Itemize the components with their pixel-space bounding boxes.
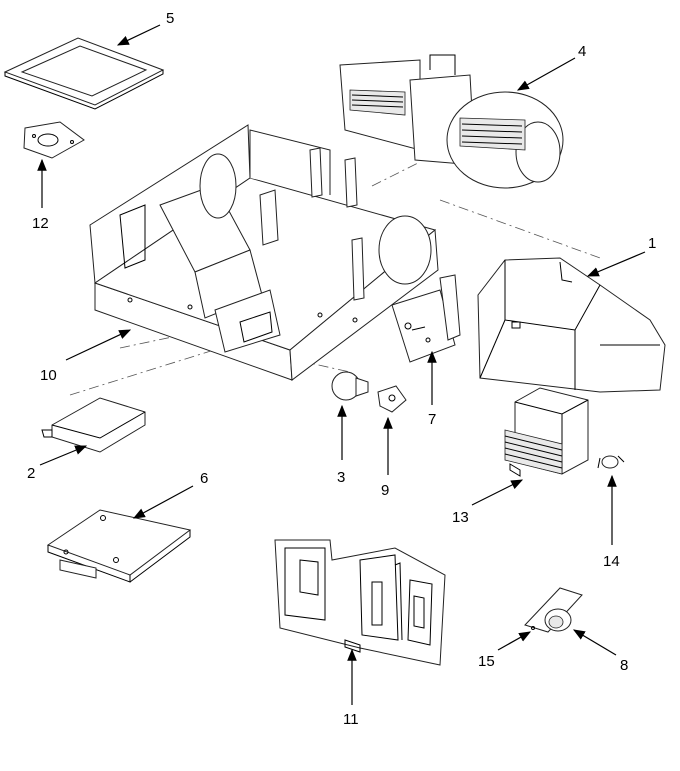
part-6-bottom-plate [46,509,192,583]
part-12-gasket [23,121,85,159]
callout-5: 5 [166,10,174,27]
callout-9: 9 [381,482,389,499]
callout-11: 11 [343,711,359,728]
callout-labels: 5 4 12 1 10 7 3 9 2 6 13 14 11 15 8 [27,10,656,728]
part-3-lamp [331,371,369,401]
callout-15: 15 [478,653,495,670]
callout-12: 12 [32,215,49,232]
callout-2: 2 [27,465,35,482]
callout-14: 14 [603,553,620,570]
part-2-cover [41,397,146,453]
part-10-base [89,124,439,381]
part-13-transformer [504,387,589,477]
callout-8: 8 [620,657,628,674]
part-7-bracket [391,274,461,363]
part-8-knob [544,608,572,632]
callout-10: 10 [40,367,57,384]
part-4-blower [339,54,564,189]
part-5-panel [3,37,165,110]
part-11-control-panel [274,539,446,666]
leader-arrows [37,24,646,705]
part-9-socket [377,385,407,413]
callout-1: 1 [648,235,656,252]
callout-13: 13 [452,509,469,526]
callout-3: 3 [337,469,345,486]
part-1-air-guide [477,257,666,393]
callout-7: 7 [428,411,436,428]
callout-4: 4 [578,43,586,60]
part-14-thermal [597,455,625,469]
callout-6: 6 [200,470,208,487]
